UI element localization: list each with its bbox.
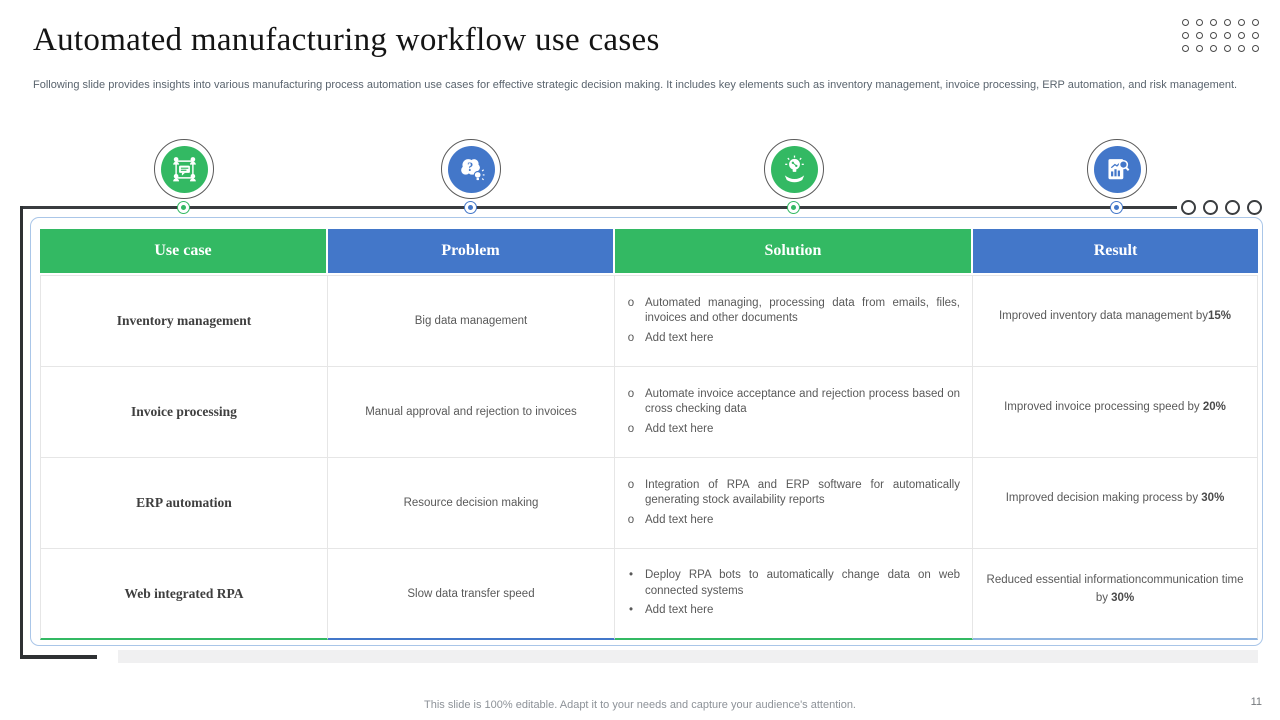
bullet-marker: o	[627, 296, 635, 309]
solution-item: o Automated managing, processing data fr…	[627, 296, 960, 327]
black-bracket-bottom	[20, 655, 97, 659]
problem-cell: Manual approval and rejection to invoice…	[328, 367, 615, 457]
page-number: 11	[1250, 696, 1262, 708]
table-body: Inventory management Big data management…	[40, 275, 1258, 640]
bullet-marker: o	[627, 387, 635, 400]
solution-text: Add text here	[645, 422, 714, 435]
problem-icon-node: ?	[441, 139, 501, 199]
result-text: Reduced essential informationcommunicati…	[986, 574, 1244, 604]
svg-text:?: ?	[467, 160, 473, 174]
problem-cell: Slow data transfer speed	[328, 549, 615, 640]
bullet-marker: o	[627, 478, 635, 491]
result-bold-value: 30%	[1201, 492, 1225, 505]
problem-cell: Big data management	[328, 276, 615, 366]
result-cell: Improved inventory data management by15%	[973, 276, 1258, 366]
result-text: Improved decision making process by	[1005, 492, 1202, 505]
solution-item: o Add text here	[627, 513, 960, 529]
result-cell: Reduced essential informationcommunicati…	[973, 549, 1258, 640]
solution-text: Add text here	[645, 604, 714, 617]
timeline-marker	[1110, 201, 1123, 214]
solution-cell: o Integration of RPA and ERP software fo…	[615, 458, 973, 548]
result-bold-value: 30%	[1111, 591, 1135, 604]
solution-cell: • Deploy RPA bots to automatically chang…	[615, 549, 973, 640]
team-network-icon	[160, 145, 208, 193]
decorative-dot-grid	[1182, 19, 1268, 52]
table-header-row: Use case Problem Solution Result	[40, 229, 1258, 273]
solution-text: Automate invoice acceptance and rejectio…	[645, 387, 960, 416]
result-cell: Improved invoice processing speed by 20%	[973, 367, 1258, 457]
table-row: ERP automation Resource decision making …	[40, 458, 1258, 549]
solution-item: o Integration of RPA and ERP software fo…	[627, 478, 960, 509]
timeline-marker	[787, 201, 800, 214]
header-solution: Solution	[615, 229, 973, 273]
use-case-cell: Inventory management	[40, 276, 328, 366]
timeline-marker	[177, 201, 190, 214]
use-case-table: Use case Problem Solution Result Invento…	[40, 229, 1258, 640]
result-text: Improved invoice processing speed by	[1004, 401, 1203, 414]
solution-text: Automated managing, processing data from…	[645, 296, 960, 325]
solution-cell: o Automate invoice acceptance and reject…	[615, 367, 973, 457]
result-cell: Improved decision making process by 30%	[973, 458, 1258, 548]
bullet-marker: •	[628, 569, 634, 582]
brain-question-icon: ?	[447, 145, 495, 193]
bullet-marker: •	[628, 604, 634, 617]
timeline-marker	[464, 201, 477, 214]
timeline-end-circles	[1181, 200, 1262, 215]
solution-text: Deploy RPA bots to automatically change …	[645, 569, 960, 597]
header-result: Result	[973, 229, 1258, 273]
solution-icon-node	[764, 139, 824, 199]
header-use-case: Use case	[40, 229, 328, 273]
problem-cell: Resource decision making	[328, 458, 615, 548]
table-outline-frame	[30, 217, 1263, 646]
bullet-marker: o	[627, 331, 635, 344]
solution-item: • Add text here	[627, 603, 960, 619]
table-row: Web integrated RPA Slow data transfer sp…	[40, 549, 1258, 640]
result-bold-value: 20%	[1202, 401, 1226, 414]
result-icon-node	[1087, 139, 1147, 199]
solution-cell: o Automated managing, processing data fr…	[615, 276, 973, 366]
table-row: Invoice processing Manual approval and r…	[40, 367, 1258, 458]
hand-lightbulb-icon	[770, 145, 818, 193]
use-case-icon-node	[154, 139, 214, 199]
table-row: Inventory management Big data management…	[40, 276, 1258, 367]
solution-item: • Deploy RPA bots to automatically chang…	[627, 568, 960, 599]
header-problem: Problem	[328, 229, 615, 273]
solution-text: Integration of RPA and ERP software for …	[645, 478, 960, 507]
result-bold-value: 15%	[1208, 310, 1232, 323]
bullet-marker: o	[627, 422, 635, 435]
bottom-gray-bar	[118, 650, 1258, 663]
bullet-marker: o	[627, 513, 635, 526]
solution-item: o Add text here	[627, 331, 960, 347]
solution-text: Add text here	[645, 331, 714, 344]
slide-description: Following slide provides insights into v…	[33, 79, 1238, 91]
use-case-cell: ERP automation	[40, 458, 328, 548]
result-text: Improved inventory data management by	[998, 310, 1208, 323]
footer-note: This slide is 100% editable. Adapt it to…	[424, 699, 856, 711]
use-case-cell: Web integrated RPA	[40, 549, 328, 640]
solution-text: Add text here	[645, 513, 714, 526]
solution-item: o Automate invoice acceptance and reject…	[627, 387, 960, 418]
black-bracket-left	[20, 206, 23, 658]
report-analysis-icon	[1093, 145, 1141, 193]
solution-item: o Add text here	[627, 422, 960, 438]
slide-title: Automated manufacturing workflow use cas…	[33, 22, 660, 58]
use-case-cell: Invoice processing	[40, 367, 328, 457]
timeline-line	[21, 206, 1177, 209]
